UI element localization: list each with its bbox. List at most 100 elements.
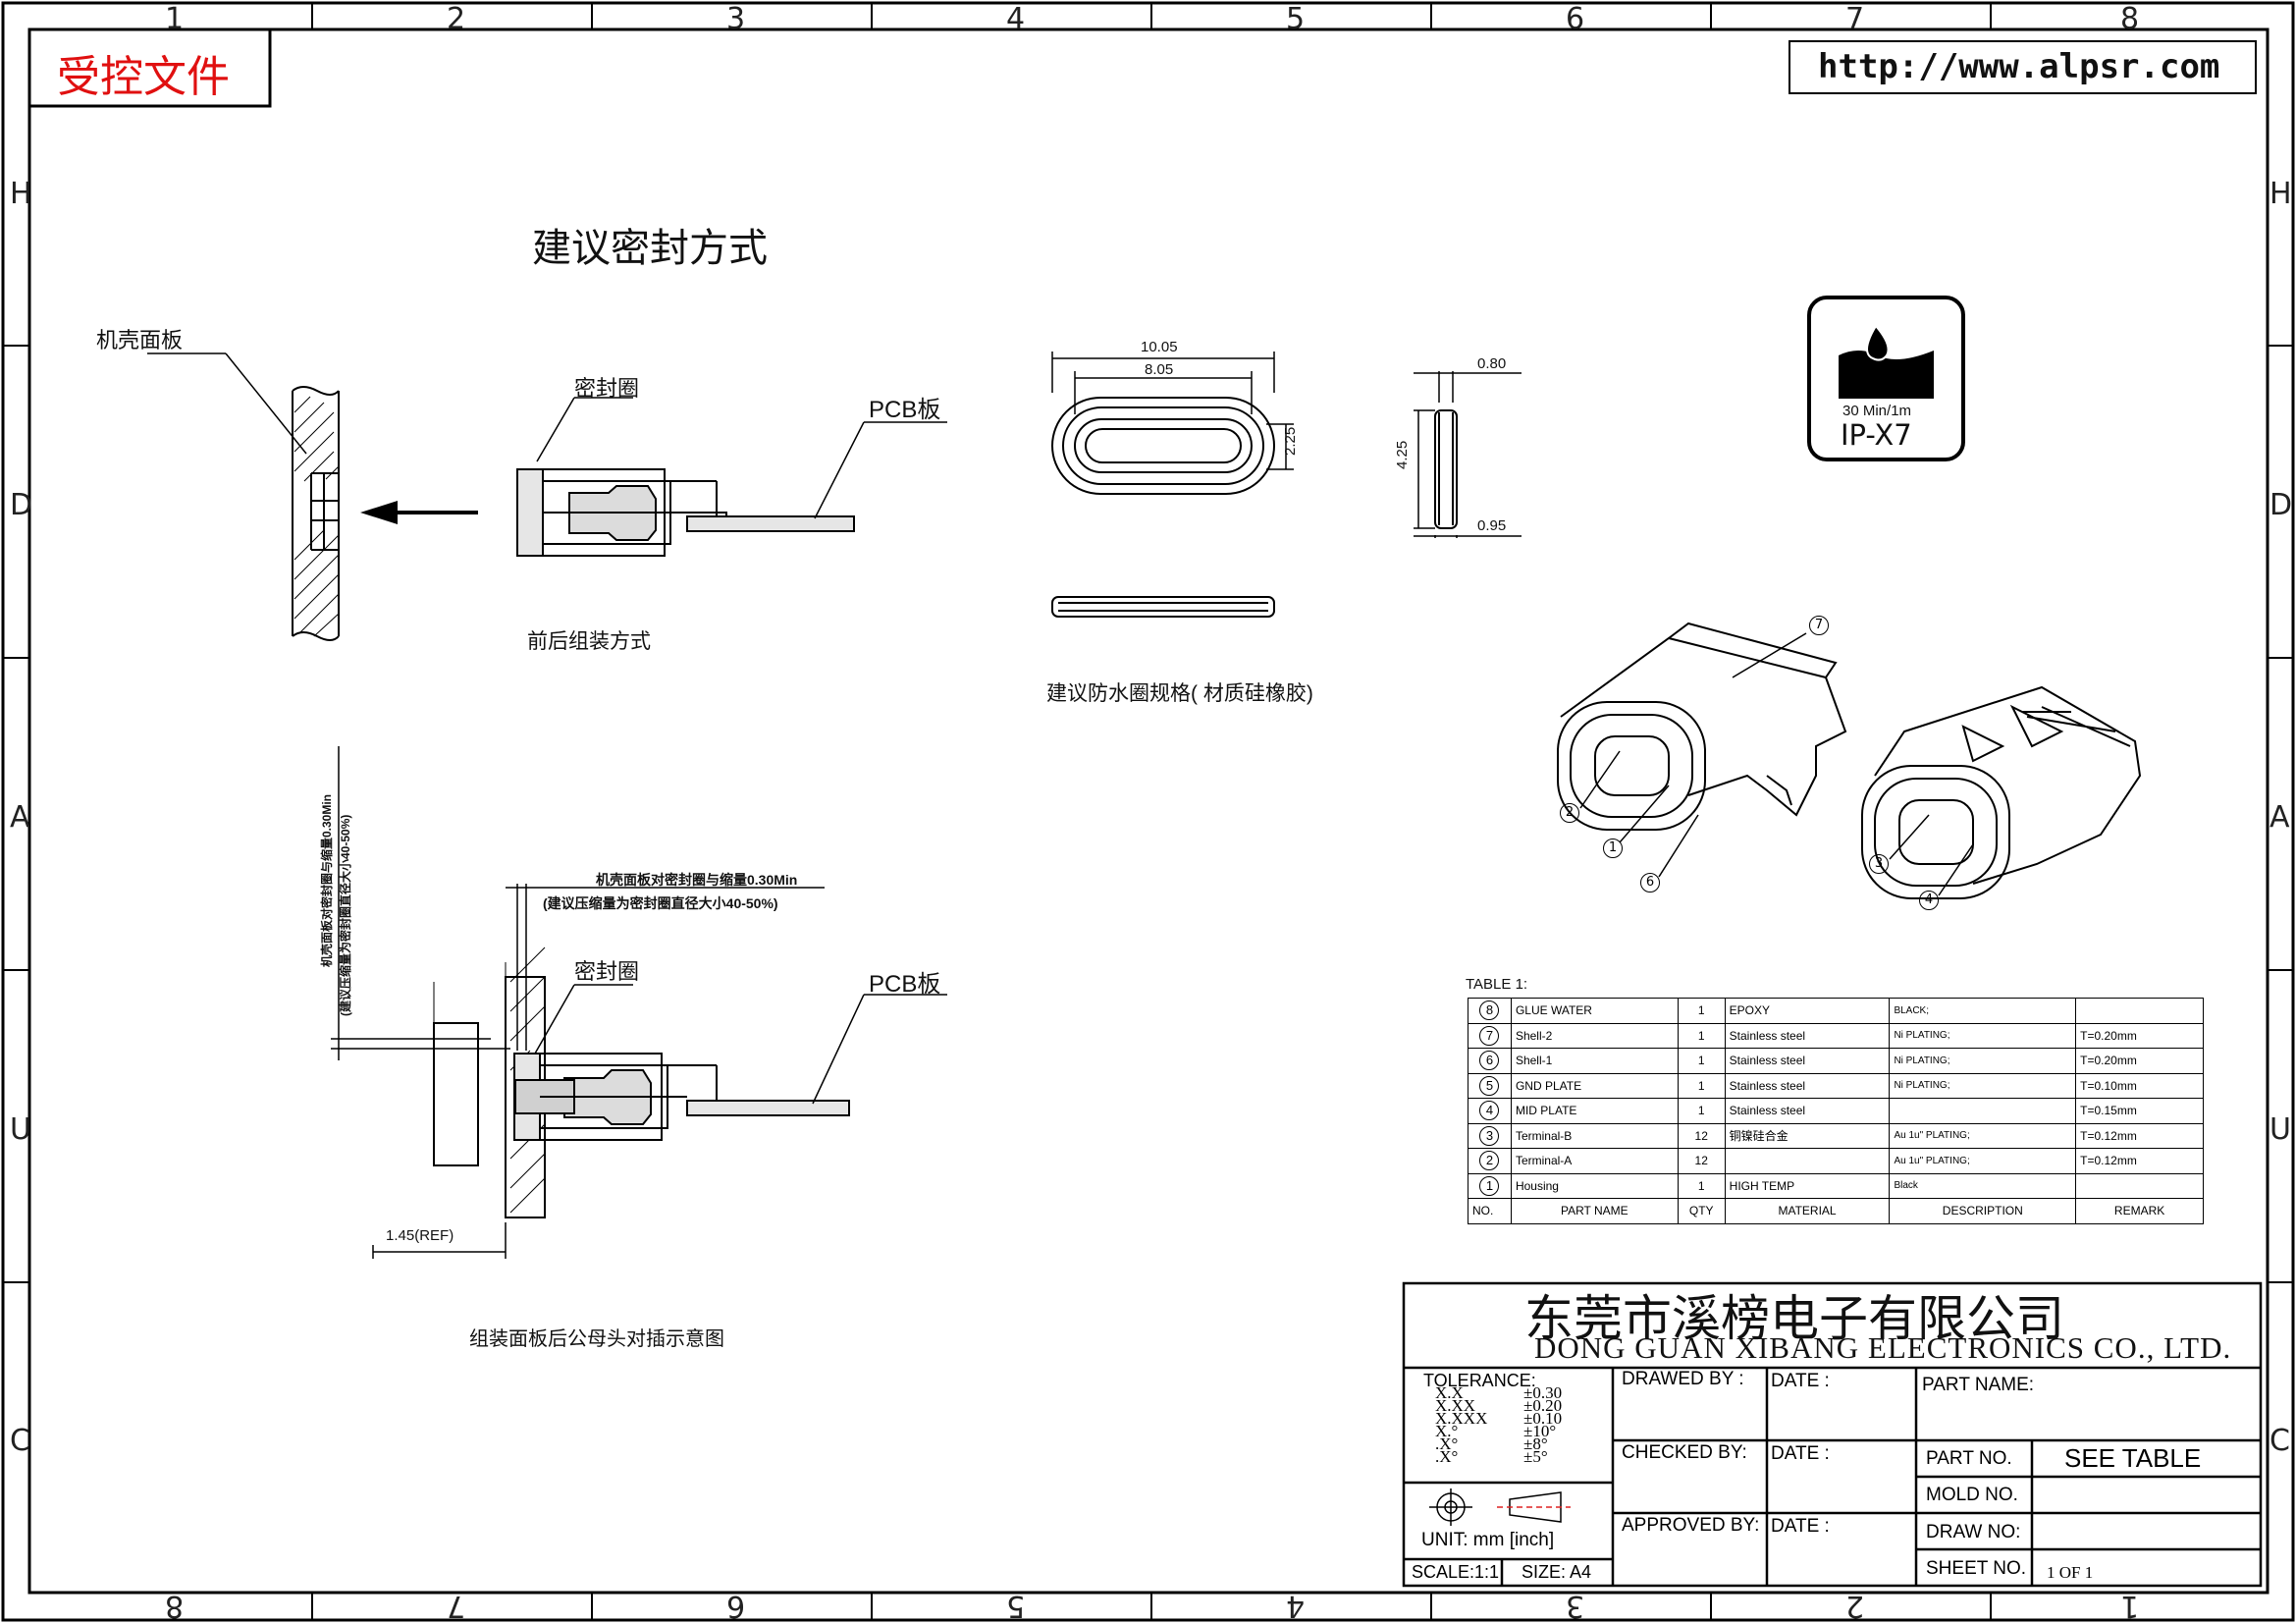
bom-no-cell: 7 — [1468, 1022, 1512, 1049]
bom-description-cell: Ni PLATING; — [1889, 1072, 2077, 1099]
callout-1: 1 — [1603, 837, 1623, 858]
bom-no-circle: 5 — [1479, 1075, 1500, 1096]
zone-left-A: A — [10, 800, 30, 835]
bom-part-name-cell: GLUE WATER — [1510, 998, 1679, 1024]
zone-left-D: D — [10, 488, 33, 522]
panel-upper — [292, 386, 340, 641]
date-label-2: DATE : — [1771, 1443, 1830, 1464]
zone-right-A: A — [2269, 800, 2290, 835]
bom-header-cell: PART NAME — [1510, 1198, 1679, 1224]
ring-dim-inner: 8.05 — [1145, 361, 1174, 378]
vertical-note-2: (建议压缩量为密封圈直径大小40-50%) — [339, 814, 352, 1016]
bom-no-circle: 2 — [1479, 1151, 1500, 1171]
zone-bottom-6: 6 — [726, 1589, 746, 1623]
bom-material-cell: HIGH TEMP — [1724, 1172, 1891, 1199]
bom-remark-cell: T=0.12mm — [2075, 1148, 2204, 1174]
company-name-cn: 东莞市溪榜电子有限公司 — [1524, 1290, 2064, 1347]
bom-no-cell: 4 — [1468, 1098, 1512, 1124]
bom-part-name-cell: Shell-2 — [1510, 1022, 1679, 1049]
ring-section-view — [1414, 371, 1522, 538]
ring-dim-thick-top: 0.80 — [1477, 355, 1507, 372]
zone-right-D: D — [2269, 488, 2293, 522]
ring-top-view — [1051, 397, 1275, 495]
compression-note-1: 机壳面板对密封圈与缩量0.30Min — [596, 872, 798, 888]
website-box — [1789, 40, 2257, 94]
zone-top-3: 3 — [726, 2, 746, 36]
tol-fmt-5: .X° — [1435, 1447, 1459, 1466]
bom-no-circle: 3 — [1479, 1125, 1500, 1146]
unit-label: UNIT: mm [inch] — [1421, 1530, 1554, 1551]
projection-symbols — [1429, 1488, 1571, 1526]
bom-no-circle: 1 — [1479, 1175, 1500, 1196]
zone-bottom-3: 3 — [1566, 1589, 1585, 1623]
bom-description-cell: Au 1u" PLATING; — [1889, 1148, 2077, 1174]
callout-4: 4 — [1919, 889, 1939, 910]
insert-arrow — [360, 501, 478, 524]
draw-no-label: DRAW NO: — [1926, 1522, 2021, 1542]
bom-description-cell: Black — [1889, 1172, 2077, 1199]
bom-header-cell: REMARK — [2075, 1198, 2204, 1224]
bom-remark-cell: T=0.20mm — [2075, 1048, 2204, 1074]
bom-remark-cell — [2075, 998, 2204, 1024]
compression-note-2: (建议压缩量为密封圈直径大小40-50%) — [543, 895, 778, 911]
bom-no-cell: 2 — [1468, 1148, 1512, 1174]
unit-value: mm [inch] — [1472, 1530, 1555, 1550]
seal-label-lower: 密封圈 — [574, 959, 640, 984]
zone-left-C: C — [10, 1424, 30, 1458]
zone-top-2: 2 — [447, 2, 466, 36]
pcb-leader-lower — [812, 994, 865, 1105]
tol-val-4: ±8° — [1523, 1434, 1548, 1453]
bom-qty-cell: 1 — [1677, 1048, 1726, 1074]
zone-right-H: H — [2269, 177, 2292, 211]
bom-no-circle: 8 — [1479, 1001, 1500, 1021]
ip-badge — [1807, 296, 1965, 461]
unit-label-text: UNIT: — [1421, 1530, 1468, 1550]
seal-leader-upper — [536, 397, 575, 462]
bom-no-circle: 7 — [1479, 1025, 1500, 1046]
tol-val-3: ±10° — [1523, 1422, 1557, 1440]
bom-material-cell: EPOXY — [1724, 998, 1891, 1024]
callout-2: 2 — [1560, 801, 1579, 823]
bom-no-circle: 6 — [1479, 1051, 1500, 1071]
callout-leaders — [1579, 632, 1974, 896]
zone-top-5: 5 — [1286, 2, 1306, 36]
connector-3d-left — [1557, 622, 1847, 831]
connector-side-upper — [516, 468, 855, 557]
website-url[interactable]: http://www.alpsr.com — [1818, 47, 2220, 86]
bom-material-cell — [1724, 1148, 1891, 1174]
bom-part-name-cell: Terminal-A — [1510, 1148, 1679, 1174]
bom-remark-cell: T=0.15mm — [2075, 1098, 2204, 1124]
part-name-label: PART NAME: — [1922, 1375, 2035, 1395]
sheet-no-value: 1 OF 1 — [2047, 1563, 2094, 1582]
zone-left-U: U — [10, 1112, 31, 1147]
bom-remark-cell — [2075, 1172, 2204, 1199]
sheet-no-label: SHEET NO. — [1926, 1558, 2027, 1579]
zone-top-4: 4 — [1006, 2, 1026, 36]
bom-qty-cell: 12 — [1677, 1122, 1726, 1149]
assembly-caption: 前后组装方式 — [527, 630, 651, 653]
bom-header-cell: QTY — [1677, 1198, 1726, 1224]
bom-qty-cell: 1 — [1677, 998, 1726, 1024]
callout-7: 7 — [1809, 614, 1829, 635]
date-label-3: DATE : — [1771, 1516, 1830, 1537]
drawed-by-label: DRAWED BY : — [1622, 1369, 1744, 1389]
seal-leader-lower — [534, 984, 575, 1055]
zone-top-1: 1 — [165, 2, 185, 36]
tol-fmt-0: X.X — [1435, 1383, 1464, 1402]
bom-qty-cell: 1 — [1677, 1172, 1726, 1199]
bom-qty-cell: 1 — [1677, 1072, 1726, 1099]
tolerance-list: X.X±0.30 X.XX±0.20 X.XXX±0.10 X.°±10° .X… — [1435, 1383, 1562, 1466]
checked-by-label: CHECKED BY: — [1622, 1442, 1747, 1463]
bom-material-cell: 铜镍硅合金 — [1724, 1122, 1891, 1149]
bom-header-cell: DESCRIPTION — [1889, 1198, 2077, 1224]
bom-part-name-cell: GND PLATE — [1510, 1072, 1679, 1099]
zone-left-H: H — [10, 177, 32, 211]
zone-bottom-4: 4 — [1286, 1589, 1306, 1623]
bom-material-cell: Stainless steel — [1724, 1098, 1891, 1124]
bom-part-name-cell: Housing — [1510, 1172, 1679, 1199]
